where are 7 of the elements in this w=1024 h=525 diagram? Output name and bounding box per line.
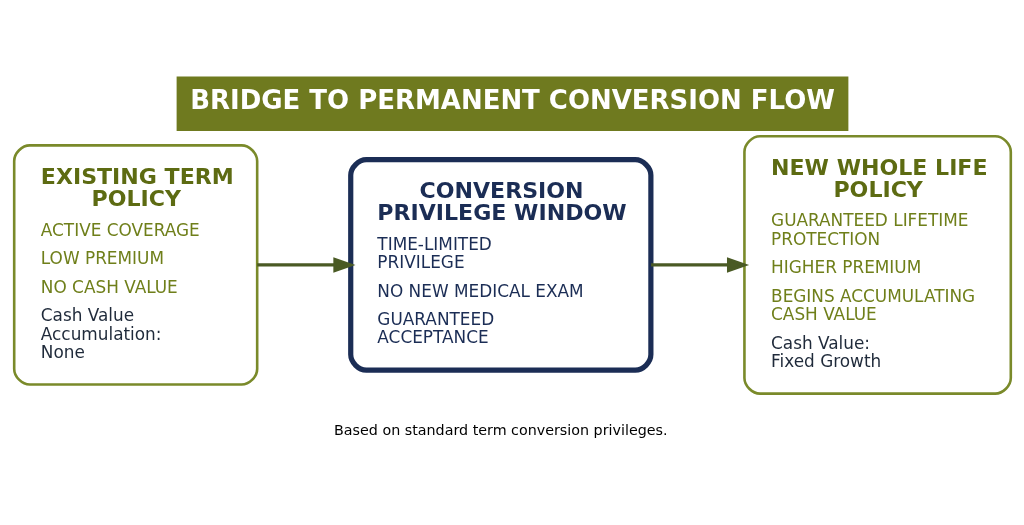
diagram-title: BRIDGE TO PERMANENT CONVERSION FLOW	[189, 84, 835, 115]
caption: Based on standard term conversion privileges.	[333, 421, 668, 438]
arrow	[256, 256, 355, 273]
node-box: CONVERSION PRIVILEGE WINDOW TIME-LIMITED PRIVILEGE NO NEW MEDICAL EXAM GUARANTEED ACCEPTANCE	[347, 156, 653, 373]
node-box: EXISTING TERM POLICY ACTIVE COVERAGE LOW PREMIUM NO CASH VALUE Cash Value Accumulation: None	[12, 143, 258, 386]
node-box: NEW WHOLE LIFE POLICY GUARANTEED LIFETIME PROTECTION HIGHER PREMIUM BEGINS ACCUMULATING CASH VALUE Cash Value: Fixed Growth	[742, 134, 1012, 395]
arrow	[650, 256, 749, 273]
